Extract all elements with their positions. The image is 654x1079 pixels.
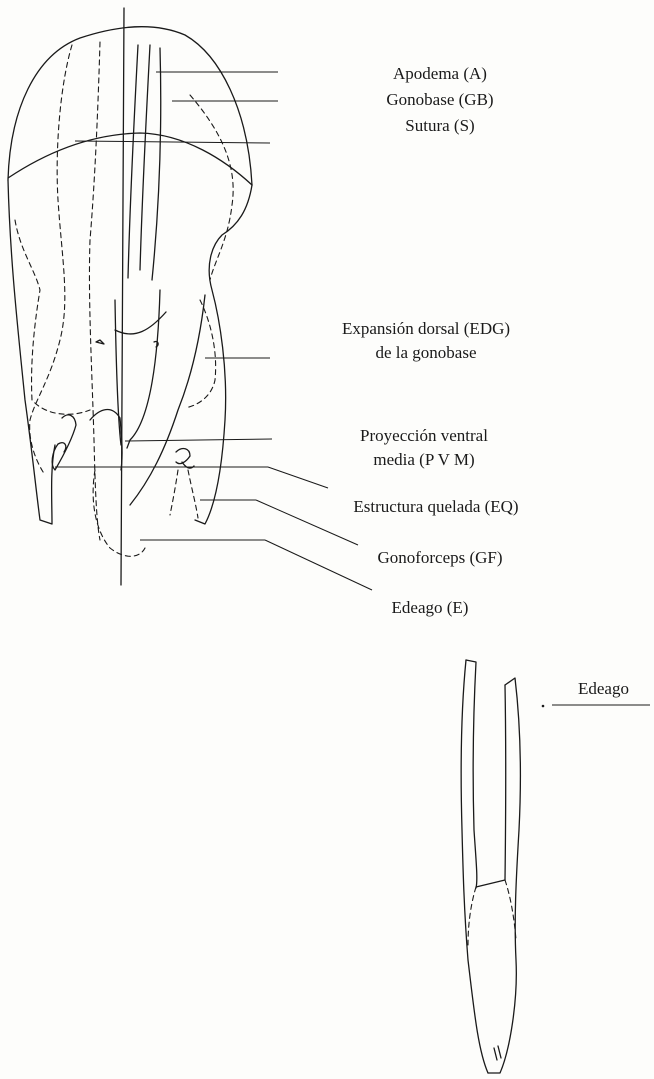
label-edeago-detail: Edeago: [578, 678, 650, 700]
edeago-right-arm: [488, 678, 520, 1073]
chelate-structure-left: [52, 415, 76, 470]
leader-sutura: [75, 141, 270, 143]
left-gonoforceps-outer: [8, 180, 55, 524]
label-proyeccion-line2: media (P V M): [320, 449, 528, 471]
right-gonoforceps-outer: [195, 185, 252, 524]
apodema-rod-right: [140, 45, 150, 270]
edeago-tip-marks: [494, 1046, 501, 1060]
edeago-right-arm-inner: [505, 685, 506, 880]
label-sutura: Sutura (S): [356, 115, 524, 137]
gonobase-outline: [8, 27, 252, 185]
leader-estructura-angled: [268, 467, 328, 488]
label-apodema: Apodema (A): [356, 63, 524, 85]
label-expansion-line1: Expansión dorsal (EDG): [306, 318, 546, 340]
suture-line: [8, 133, 252, 185]
dashed-contour-inner-left: [89, 42, 100, 540]
dashed-contour-left: [30, 45, 72, 475]
label-edeago-main: Edeago (E): [360, 597, 500, 619]
edeago-crossbar: [476, 880, 505, 887]
right-gonoforceps-inner: [130, 295, 205, 505]
label-gonobase: Gonobase (GB): [356, 89, 524, 111]
leader-proyeccion: [125, 439, 272, 441]
midline-axis: [121, 8, 124, 585]
edeago-left-arm: [466, 660, 477, 888]
chelate-structure-right: [176, 449, 194, 469]
edeago-dashed-boundary: [468, 880, 516, 945]
dashed-gonoforceps-right: [185, 300, 216, 408]
label-expansion-line2: de la gonobase: [306, 342, 546, 364]
dashed-gonoforceps-left: [15, 220, 90, 414]
label-gonoforceps: Gonoforceps (GF): [340, 547, 540, 569]
label-estructura-quelada: Estructura quelada (EQ): [316, 496, 556, 518]
apodema-rod-outer: [152, 48, 161, 280]
apodema-rod-left: [128, 45, 138, 278]
label-proyeccion-line1: Proyección ventral: [320, 425, 528, 447]
leader-dot: [542, 705, 545, 708]
small-mark-left: [96, 340, 104, 344]
edeago-left-arm-inner: [461, 660, 488, 1073]
main-genitalia-figure: [8, 8, 252, 585]
edeago-detail-figure: [461, 660, 520, 1073]
